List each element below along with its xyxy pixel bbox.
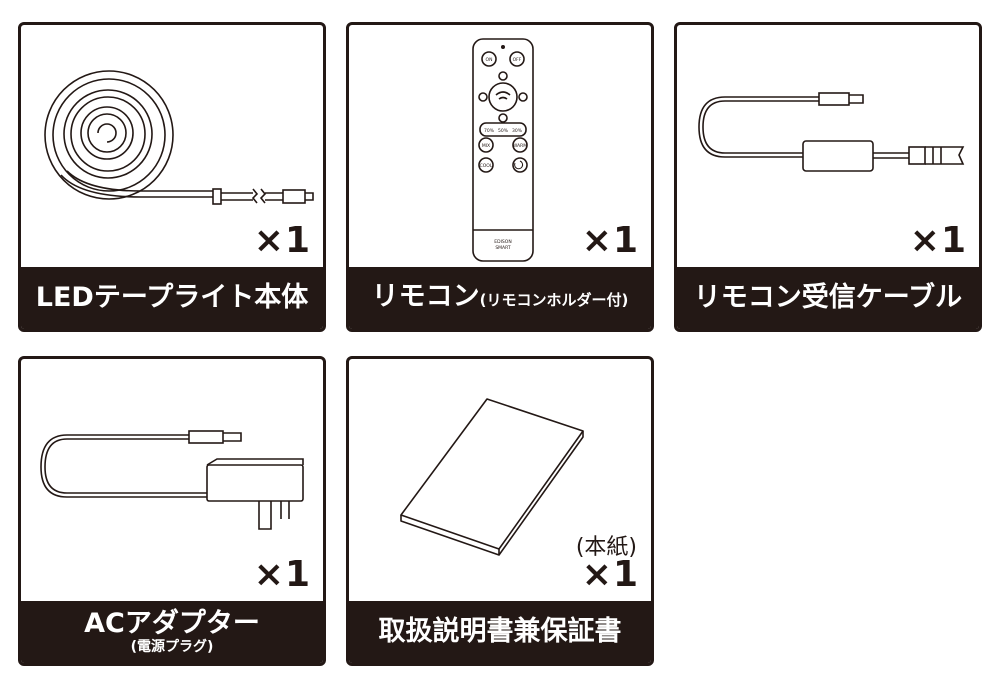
item-card-receiver-cable: ×1 リモコン受信ケーブル [674, 22, 982, 332]
item-name-sub: (電源プラグ) [130, 639, 214, 655]
remote-30-label: 30% [512, 128, 523, 134]
remote-mix-label: MIX [482, 143, 490, 149]
quantity-label: ×1 [253, 220, 311, 261]
item-label-bar: ACアダプター (電源プラグ) [21, 601, 323, 663]
item-name-main: リモコン [371, 280, 480, 312]
item-card-remote: ON OFF 70% 50% 30% MIX WARM COOL EDISON … [346, 22, 654, 332]
item-name: LEDテープライト本体 [35, 282, 309, 313]
remote-brand-line2: SMART [495, 245, 511, 251]
remote-50-label: 50% [498, 128, 509, 134]
quantity-label: ×1 [253, 554, 311, 595]
remote-warm-label: WARM [513, 143, 527, 149]
item-card-ac-adapter: ×1 ACアダプター (電源プラグ) [18, 356, 326, 666]
item-name: 取扱説明書兼保証書 [378, 616, 622, 647]
remote-cool-label: COOL [480, 163, 493, 169]
remote-brand-line1: EDISON [494, 239, 511, 245]
item-card-led-tape: ×1 LEDテープライト本体 [18, 22, 326, 332]
timer-icon [514, 160, 524, 170]
quantity-label: ×1 [581, 554, 639, 595]
item-name: リモコン(リモコンホルダー付) [372, 281, 629, 316]
led-tape-illustration [44, 70, 314, 205]
item-name: ACアダプター [84, 608, 260, 639]
receiver-cable-illustration [698, 92, 965, 172]
note-label: (本紙) [575, 535, 637, 560]
item-name-small: (リモコンホルダー付) [479, 290, 629, 309]
manual-illustration [400, 398, 584, 556]
item-label-bar: LEDテープライト本体 [21, 267, 323, 329]
remote-off-button-label: OFF [513, 57, 522, 63]
ac-adapter-illustration [40, 430, 304, 530]
item-label-bar: リモコン受信ケーブル [677, 267, 979, 329]
remote-70-label: 70% [484, 128, 495, 134]
quantity-label: ×1 [581, 220, 639, 261]
item-card-manual: (本紙) ×1 取扱説明書兼保証書 [346, 356, 654, 666]
remote-on-button-label: ON [486, 57, 493, 63]
item-label-bar: リモコン(リモコンホルダー付) [349, 267, 651, 329]
remote-illustration: ON OFF 70% 50% 30% MIX WARM COOL EDISON … [472, 38, 534, 262]
item-label-bar: 取扱説明書兼保証書 [349, 601, 651, 663]
quantity-label: ×1 [909, 220, 967, 261]
item-name: リモコン受信ケーブル [693, 282, 963, 313]
